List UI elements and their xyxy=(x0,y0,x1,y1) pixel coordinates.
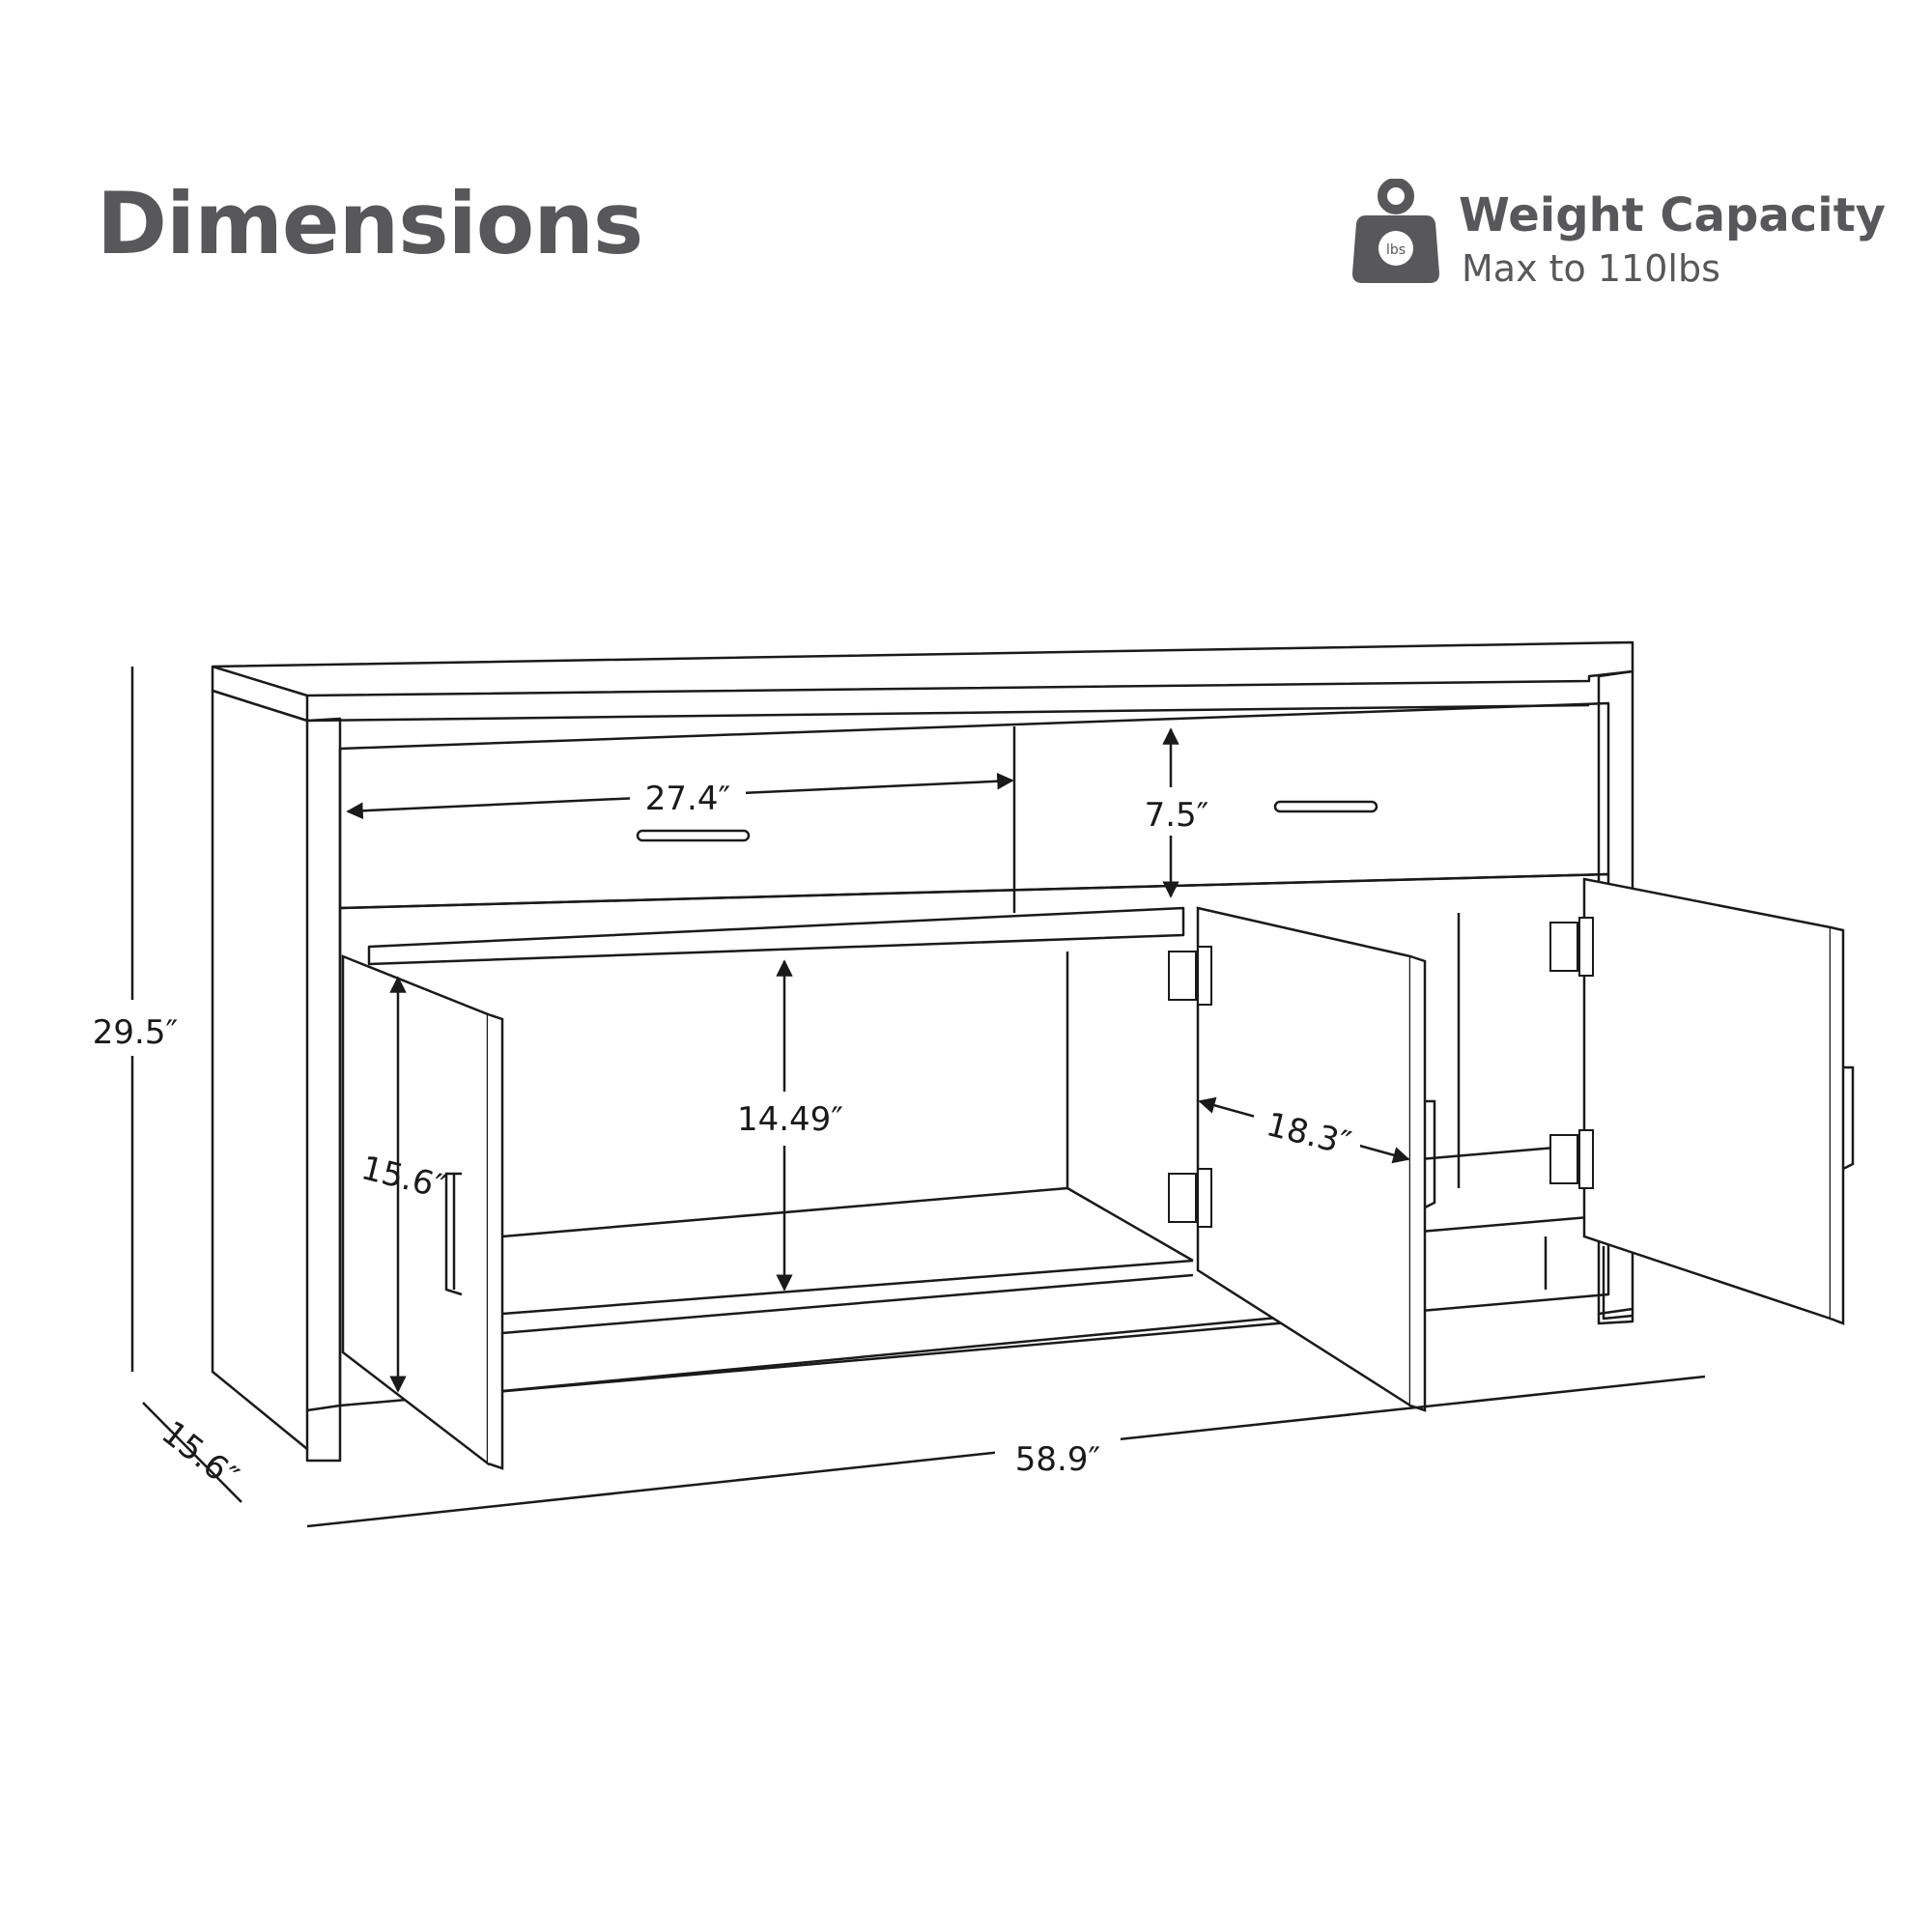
left-door xyxy=(341,954,504,1470)
depth-line xyxy=(142,1402,242,1503)
weight-capacity-title: Weight Capacity xyxy=(1459,188,1886,242)
right-door xyxy=(1582,877,1855,1325)
depth-label: 15.6″ xyxy=(155,1413,245,1496)
weight-icon-label: lbs xyxy=(1386,242,1406,258)
width-label: 58.9″ xyxy=(1015,1440,1100,1479)
cabinet-outline xyxy=(211,640,1634,1463)
middle-door xyxy=(1196,906,1436,1412)
drawer-height-label: 7.5″ xyxy=(1145,796,1209,835)
drawer-width-label: 27.4″ xyxy=(645,780,730,818)
hinges xyxy=(1168,917,1594,1228)
page-title: Dimensions xyxy=(97,174,643,273)
weight-lbs-icon: lbs xyxy=(1352,179,1439,283)
weight-capacity-value: Max to 110lbs xyxy=(1462,247,1720,290)
cabinet-height-label: 14.49″ xyxy=(737,1100,843,1139)
height-label: 29.5″ xyxy=(93,1013,178,1052)
